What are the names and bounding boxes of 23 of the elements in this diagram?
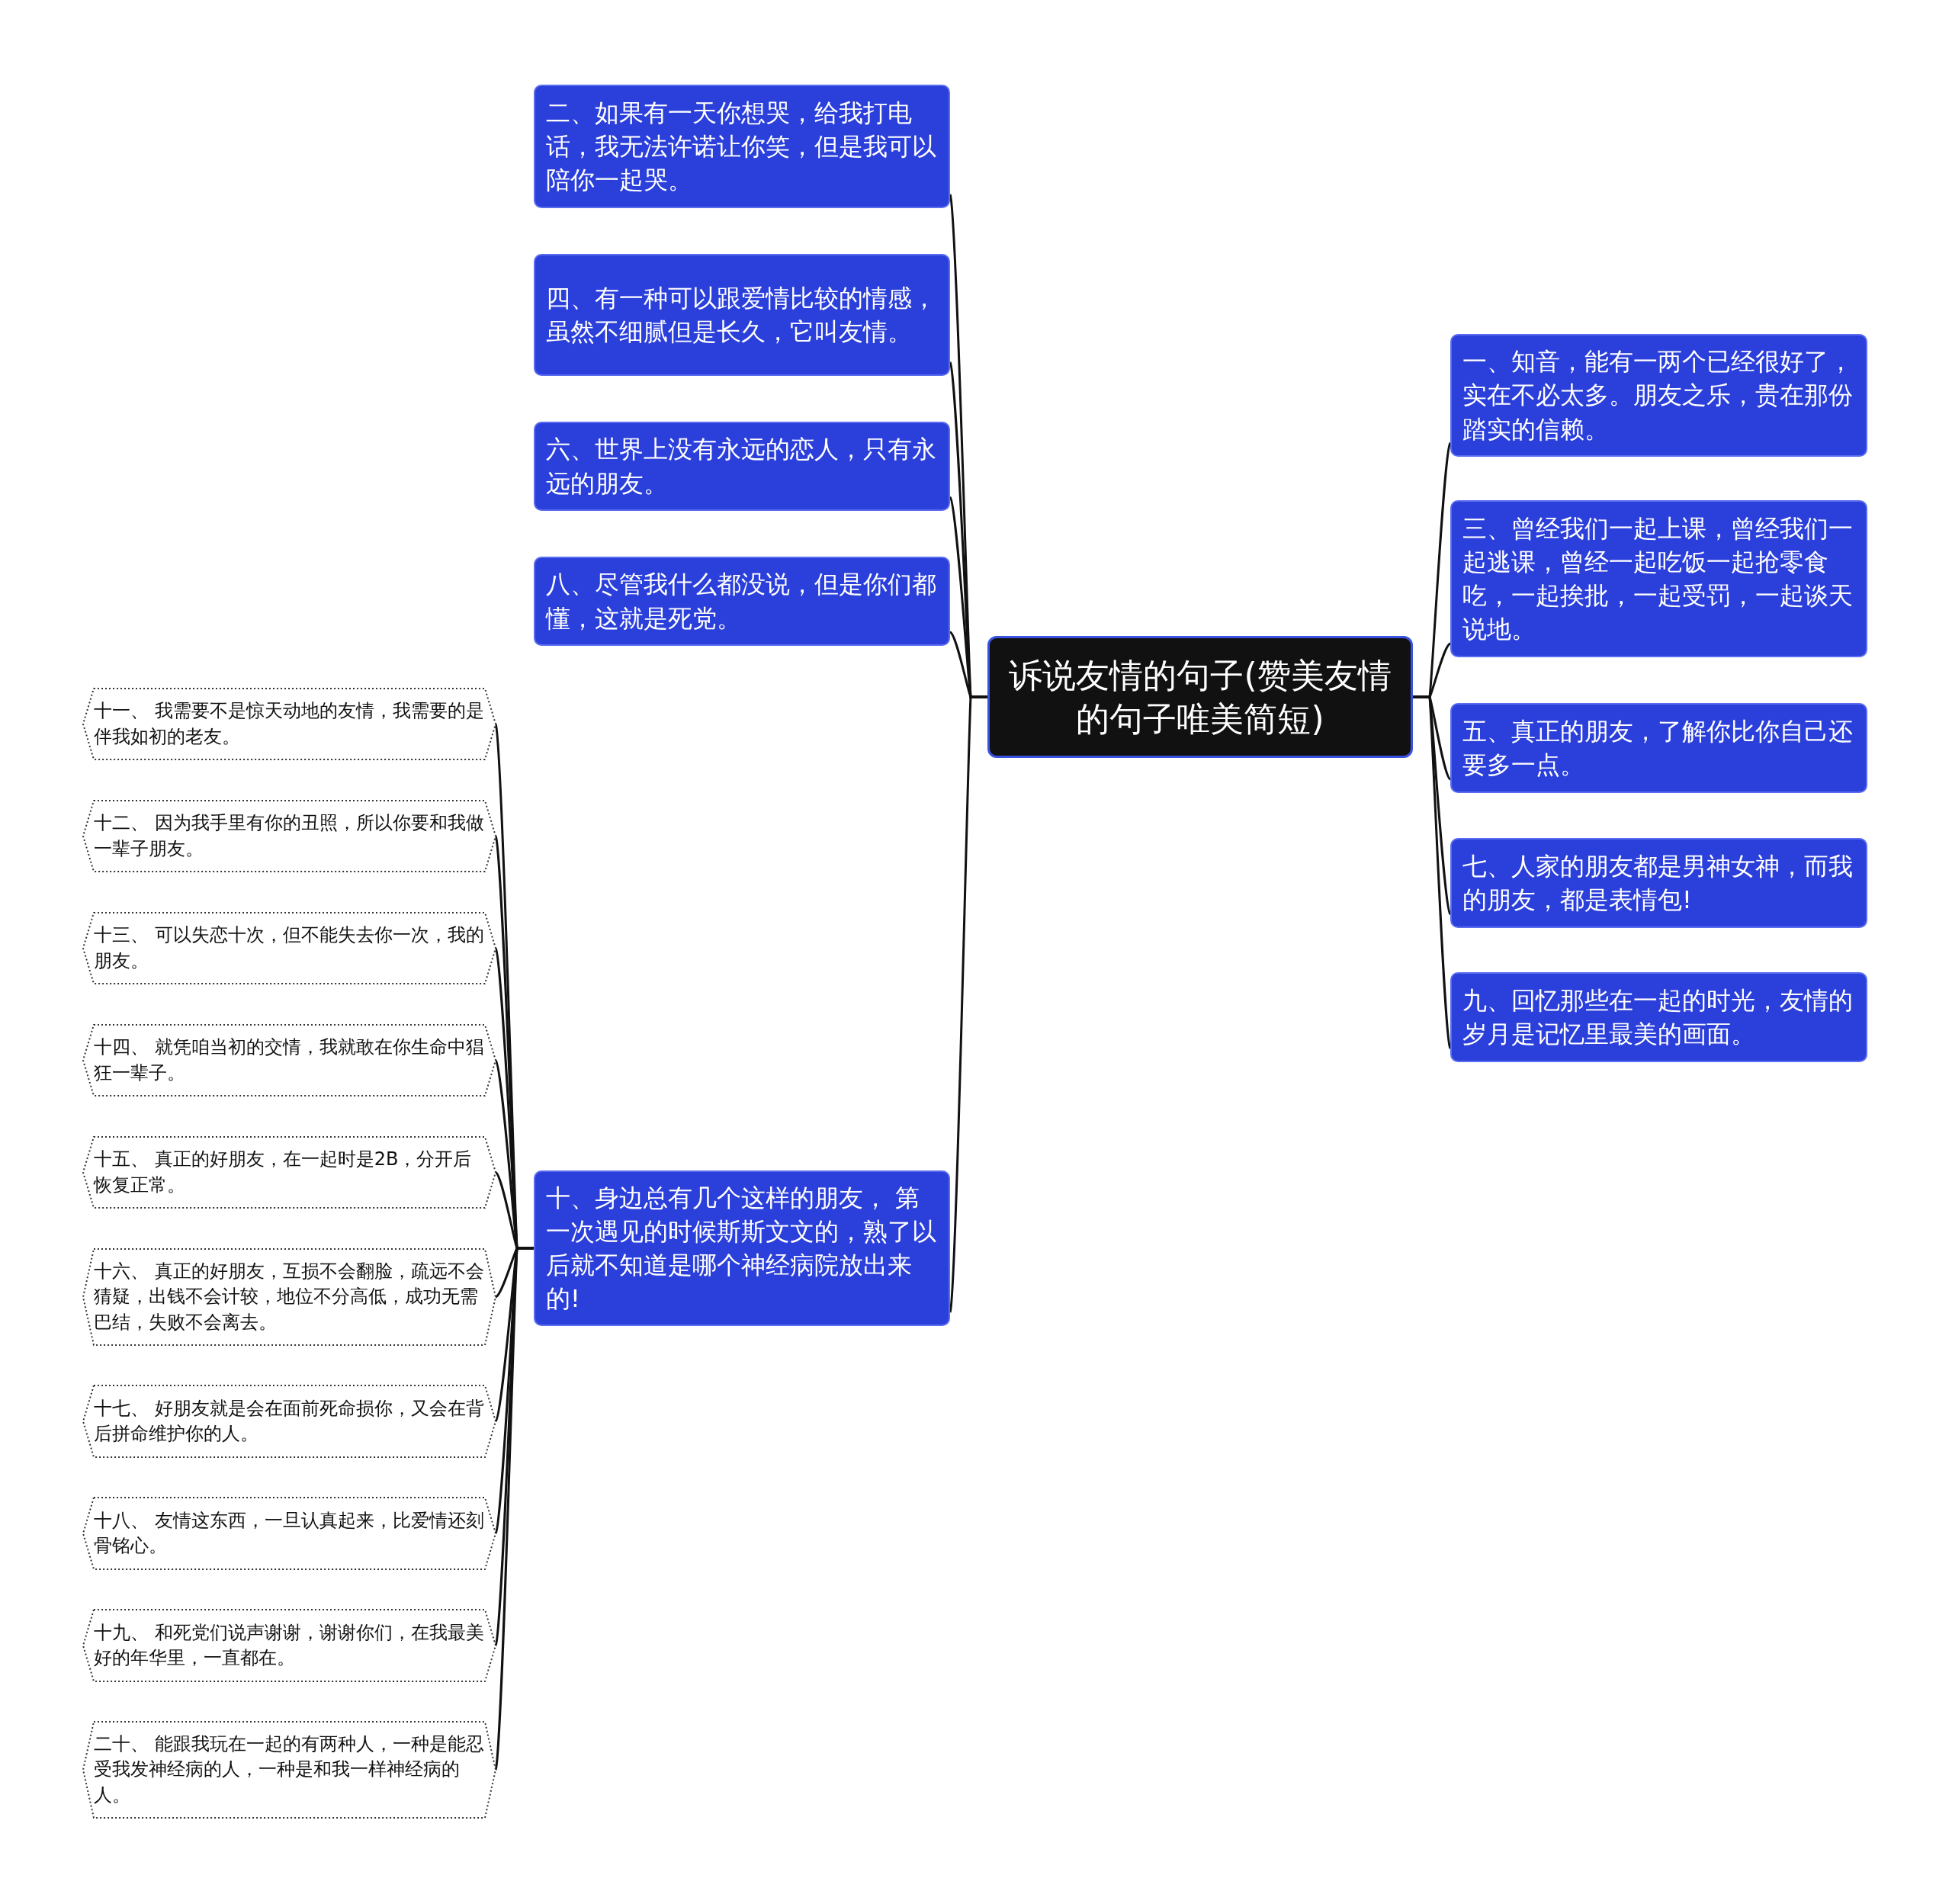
quote-text: 二十、 能跟我玩在一起的有两种人，一种是能忍受我发神经病的人，一种是和我一样神经病的人。 [94, 1732, 485, 1807]
quote-text: 十三、 可以失恋十次，但不能失去你一次，我的朋友。 [94, 923, 485, 973]
branch-box: 八、尽管我什么都没说，但是你们都懂，这就是死党。 [534, 557, 950, 646]
quote-text: 十五、 真正的好朋友，在一起时是2B，分开后恢复正常。 [94, 1148, 473, 1197]
branch-box: 十、身边总有几个这样的朋友， 第一次遇见的时候斯斯文文的，熟了以后就不知道是哪个神经病院放出来的! [534, 1170, 950, 1326]
branch-box: 二、如果有一天你想哭，给我打电话，我无法许诺让你笑，但是我可以陪你一起哭。 [534, 85, 950, 208]
quote-text: 十七、 好朋友就是会在面前死命损你，又会在背后拼命维护你的人。 [94, 1396, 485, 1446]
quote-text: 十六、 真正的好朋友，互损不会翻脸，疏远不会猜疑，出钱不会计较，地位不分高低，成功无需巴结，失败不会离去。 [94, 1260, 485, 1334]
branch-box: 一、知音，能有一两个已经很好了，实在不必太多。朋友之乐，贵在那份踏实的信赖。 [1450, 334, 1867, 457]
branch-box: 九、回忆那些在一起的时光，友情的岁月是记忆里最美的画面。 [1450, 972, 1867, 1062]
branch-box: 五、真正的朋友，了解你比你自己还要多一点。 [1450, 703, 1867, 793]
quote-text: 十四、 就凭咱当初的交情，我就敢在你生命中猖狂一辈子。 [94, 1035, 485, 1085]
quote-text: 十一、 我需要不是惊天动地的友情，我需要的是伴我如初的老友。 [94, 699, 485, 749]
branch-box: 三、曾经我们一起上课，曾经我们一起逃课，曾经一起吃饭一起抢零食吃，一起挨批，一起受罚，一起谈天说地。 [1450, 500, 1867, 657]
topic-box: 诉说友情的句子(赞美友情的句子唯美简短) [987, 636, 1413, 758]
branch-box: 六、世界上没有永远的恋人，只有永远的朋友。 [534, 422, 950, 511]
branch-box: 四、有一种可以跟爱情比较的情感，虽然不细腻但是长久，它叫友情。 [534, 254, 950, 376]
quote-text: 十八、 友情这东西，一旦认真起来，比爱情还刻骨铭心。 [94, 1508, 485, 1558]
quote-text: 十二、 因为我手里有你的丑照，所以你要和我做一辈子朋友。 [94, 811, 485, 861]
branch-box: 七、人家的朋友都是男神女神，而我的朋友，都是表情包! [1450, 838, 1867, 928]
connector-line [1413, 695, 1452, 1049]
connector-line [949, 695, 987, 1313]
quote-text: 十九、 和死党们说声谢谢，谢谢你们，在我最美好的年华里，一直都在。 [94, 1620, 485, 1670]
